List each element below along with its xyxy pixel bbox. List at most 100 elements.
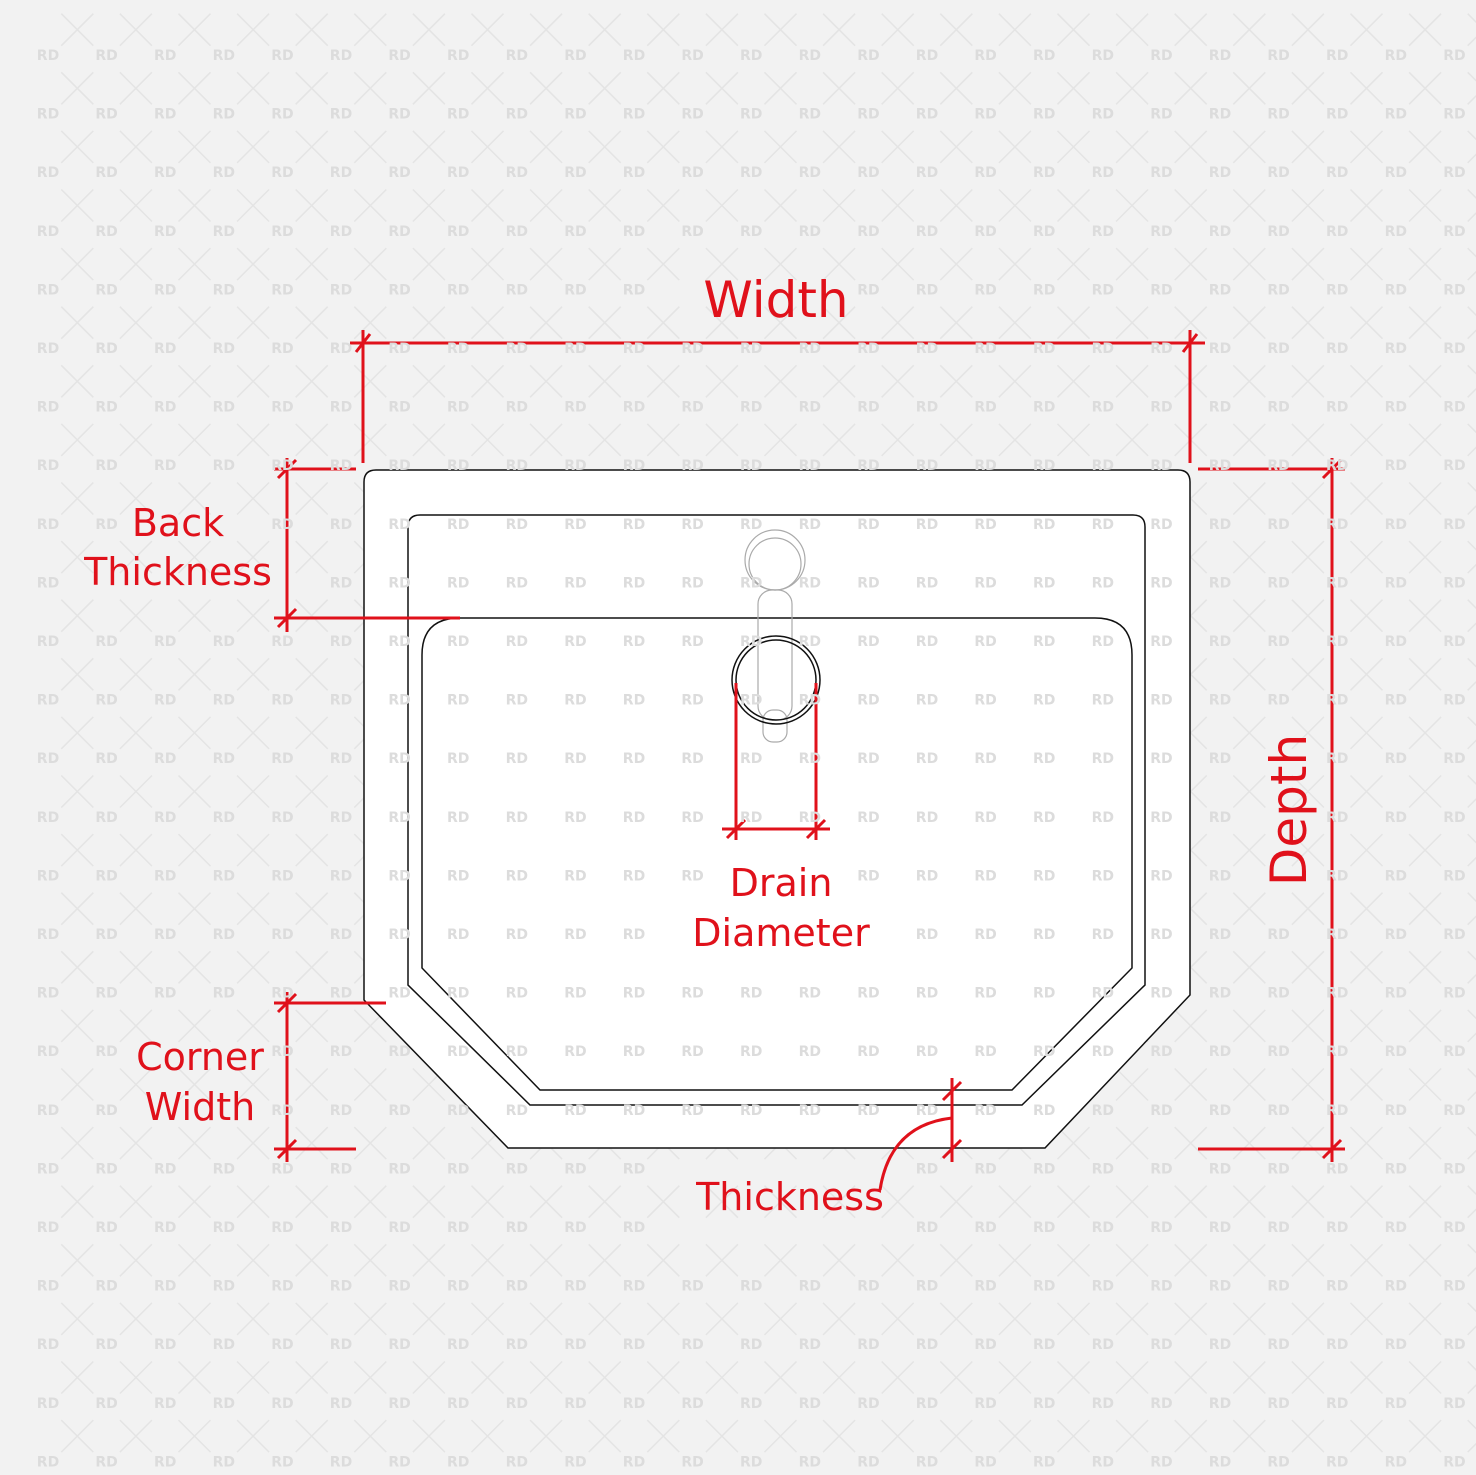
watermark-text: RD — [95, 1161, 117, 1177]
watermark-text: RD — [1092, 517, 1114, 533]
watermark-text: RD — [1150, 575, 1172, 591]
watermark-text: RD — [330, 400, 352, 416]
watermark-cross — [1408, 423, 1442, 457]
watermark-text: RD — [799, 48, 821, 64]
watermark-text: RD — [506, 693, 528, 709]
watermark-cross — [470, 364, 505, 398]
watermark-cross — [177, 599, 212, 633]
watermark-cross — [353, 423, 387, 457]
watermark-cross — [646, 1185, 680, 1219]
watermark-cross — [1408, 1067, 1442, 1102]
watermark-cross — [236, 1009, 270, 1043]
watermark-cross — [1232, 657, 1266, 691]
watermark-cross — [1408, 1419, 1442, 1453]
watermark-cross — [412, 1126, 446, 1160]
watermark-cross — [353, 1243, 387, 1277]
watermark-cross — [529, 364, 563, 398]
watermark-text: RD — [1092, 1161, 1114, 1177]
watermark-text: RD — [740, 48, 762, 64]
watermark-cross — [236, 1126, 270, 1160]
watermark-text: RD — [681, 751, 703, 767]
watermark-text: RD — [564, 810, 586, 826]
watermark-text: RD — [1326, 751, 1348, 767]
watermark-text: RD — [271, 1103, 293, 1119]
watermark-cross — [1408, 247, 1442, 281]
watermark-cross — [236, 716, 270, 750]
watermark-cross — [412, 247, 446, 281]
watermark-text: RD — [1150, 1103, 1172, 1119]
watermark-text: RD — [213, 458, 235, 474]
watermark-text: RD — [1267, 986, 1289, 1002]
watermark-cross — [177, 481, 212, 516]
watermark-text: RD — [213, 810, 235, 826]
watermark-text: RD — [974, 1396, 996, 1412]
watermark-text: RD — [95, 165, 117, 181]
watermark-text: RD — [1443, 986, 1465, 1002]
watermark-text: RD — [447, 927, 469, 943]
sink-outer-edge — [363, 469, 1191, 1149]
watermark-cross — [1408, 1009, 1442, 1043]
watermark-text: RD — [154, 693, 176, 709]
watermark-cross — [60, 540, 94, 574]
watermark-text: RD — [740, 1103, 762, 1119]
watermark-text: RD — [1209, 1220, 1231, 1236]
watermark-cross — [353, 130, 387, 164]
watermark-cross — [236, 657, 270, 691]
watermark-cross — [1408, 71, 1442, 105]
watermark-text: RD — [271, 1044, 293, 1060]
watermark-cross — [236, 71, 270, 105]
watermark-cross — [705, 71, 739, 105]
sink-inner-rim — [407, 514, 1146, 1106]
watermark-text: RD — [1267, 927, 1289, 943]
watermark-text: RD — [857, 634, 879, 650]
watermark-text: RD — [564, 517, 586, 533]
watermark-cross — [646, 247, 680, 281]
watermark-cross — [1291, 1302, 1325, 1336]
watermark-text: RD — [1209, 693, 1231, 709]
watermark-cross — [177, 1126, 212, 1160]
watermark-cross — [1291, 1009, 1325, 1043]
watermark-text: RD — [330, 927, 352, 943]
watermark-cross — [1408, 1243, 1442, 1277]
watermark-cross — [881, 306, 915, 340]
watermark-text: RD — [213, 48, 235, 64]
watermark-text: RD — [95, 517, 117, 533]
watermark-text: RD — [1326, 165, 1348, 181]
watermark-cross — [939, 364, 973, 398]
watermark-cross — [1232, 950, 1266, 984]
watermark-text: RD — [37, 282, 59, 298]
watermark-text: RD — [330, 810, 352, 826]
watermark-text: RD — [1267, 48, 1289, 64]
watermark-text: RD — [506, 165, 528, 181]
watermark-cross — [119, 1185, 153, 1219]
watermark-text: RD — [974, 107, 996, 123]
watermark-text: RD — [1385, 1103, 1407, 1119]
watermark-cross — [822, 364, 856, 398]
watermark-text: RD — [330, 1279, 352, 1295]
watermark-text: RD — [1150, 1279, 1172, 1295]
watermark-text: RD — [388, 1396, 410, 1412]
watermark-text: RD — [447, 1279, 469, 1295]
watermark-text: RD — [1150, 400, 1172, 416]
watermark-text: RD — [447, 341, 469, 357]
watermark-text: RD — [857, 1044, 879, 1060]
watermark-text: RD — [154, 1454, 176, 1470]
watermark-cross — [1467, 364, 1476, 398]
watermark-cross — [588, 71, 622, 105]
watermark-text: RD — [95, 751, 117, 767]
watermark-cross — [353, 188, 387, 223]
watermark-text: RD — [330, 1220, 352, 1236]
corner-width-label-line2: Width — [145, 1085, 255, 1129]
watermark-cross — [1115, 13, 1149, 47]
watermark-text: RD — [388, 1044, 410, 1060]
watermark-text: RD — [1443, 1044, 1465, 1060]
watermark-text: RD — [564, 986, 586, 1002]
watermark-text: RD — [1326, 693, 1348, 709]
watermark-text: RD — [799, 400, 821, 416]
watermark-text: RD — [330, 458, 352, 474]
watermark-text: RD — [1209, 224, 1231, 240]
watermark-text: RD — [330, 224, 352, 240]
watermark-cross — [881, 1243, 915, 1277]
watermark-text: RD — [916, 1396, 938, 1412]
watermark-cross — [60, 599, 94, 633]
